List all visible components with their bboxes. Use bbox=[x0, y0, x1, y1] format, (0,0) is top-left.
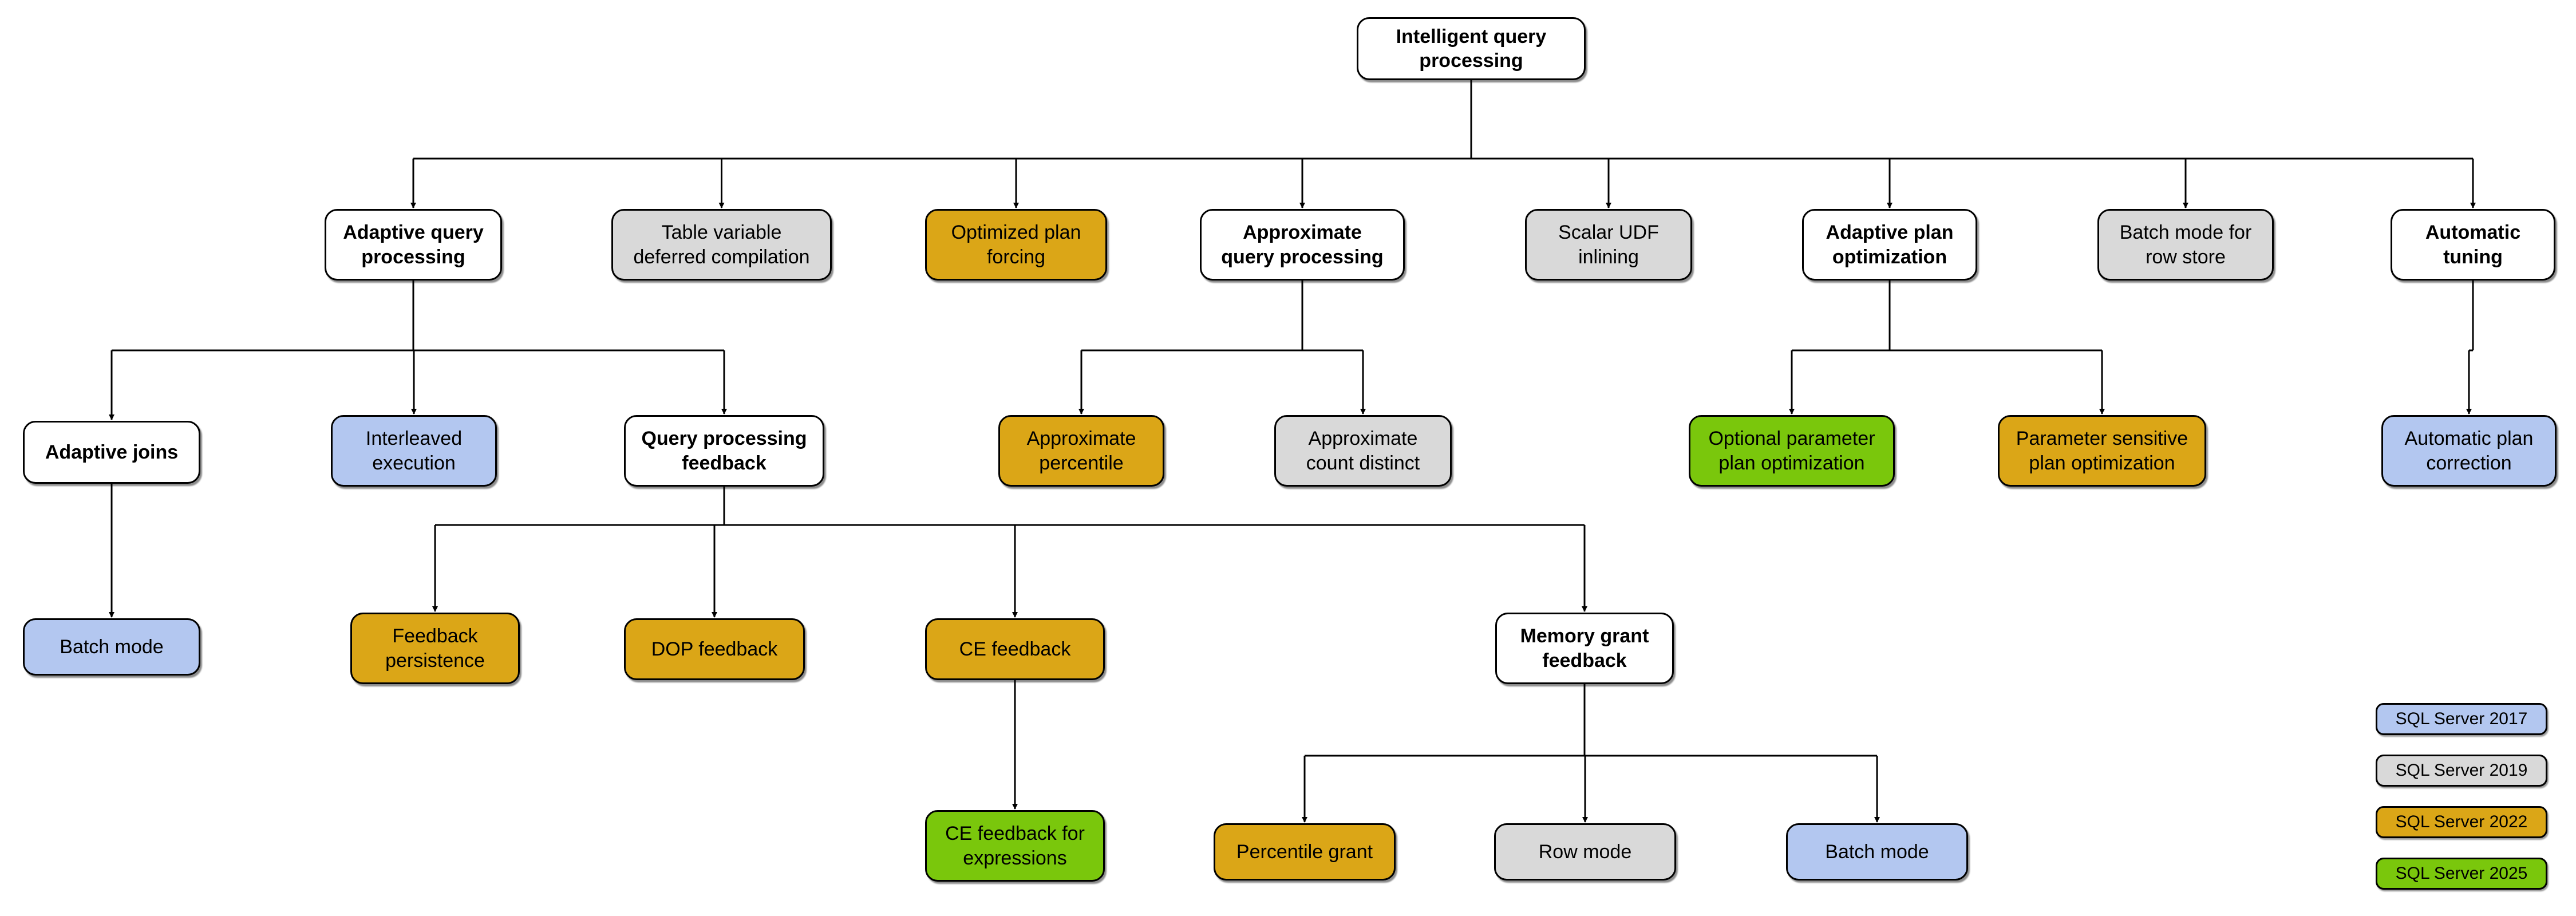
node-label: Memory grant feedback bbox=[1520, 625, 1649, 672]
node-label: Scalar UDF inlining bbox=[1558, 222, 1659, 268]
node-approxpct[interactable]: Approximate percentile bbox=[998, 415, 1164, 487]
node-label: Intelligent query processing bbox=[1396, 25, 1547, 72]
node-qpf[interactable]: Query processing feedback bbox=[624, 415, 824, 487]
node-label: Batch mode bbox=[1825, 840, 1929, 863]
node-cefbexpr[interactable]: CE feedback for expressions bbox=[925, 810, 1105, 882]
legend-item-label: SQL Server 2022 bbox=[2395, 812, 2528, 831]
node-label: Parameter sensitive plan optimization bbox=[2016, 428, 2188, 474]
node-opf[interactable]: Optimized plan forcing bbox=[925, 209, 1107, 281]
node-autotune[interactable]: Automatic tuning bbox=[2391, 209, 2555, 281]
node-cefb[interactable]: CE feedback bbox=[925, 618, 1105, 680]
node-label: Optimized plan forcing bbox=[951, 222, 1081, 268]
legend-item-sql-server-2022[interactable]: SQL Server 2022 bbox=[2376, 806, 2547, 838]
node-label: Interleaved execution bbox=[365, 428, 463, 474]
node-label: Batch mode bbox=[60, 635, 164, 658]
node-label: Table variable deferred compilation bbox=[633, 222, 810, 268]
node-batchmode1[interactable]: Batch mode bbox=[23, 618, 200, 676]
node-mgf[interactable]: Memory grant feedback bbox=[1495, 613, 1674, 684]
node-psp[interactable]: Parameter sensitive plan optimization bbox=[1998, 415, 2206, 487]
node-sudfi[interactable]: Scalar UDF inlining bbox=[1525, 209, 1692, 281]
node-label: CE feedback bbox=[959, 638, 1071, 660]
node-label: Adaptive plan optimization bbox=[1826, 222, 1954, 268]
node-apo[interactable]: Adaptive plan optimization bbox=[1802, 209, 1977, 281]
node-bmrs[interactable]: Batch mode for row store bbox=[2097, 209, 2274, 281]
node-label: Adaptive joins bbox=[45, 441, 179, 463]
node-tvdc[interactable]: Table variable deferred compilation bbox=[611, 209, 832, 281]
node-label: DOP feedback bbox=[651, 638, 778, 660]
legend-item-label: SQL Server 2017 bbox=[2395, 709, 2528, 728]
node-adjoins[interactable]: Adaptive joins bbox=[23, 421, 200, 484]
legend-item-sql-server-2017[interactable]: SQL Server 2017 bbox=[2376, 703, 2547, 735]
node-approxcd[interactable]: Approximate count distinct bbox=[1274, 415, 1452, 487]
node-label: Percentile grant bbox=[1236, 840, 1373, 863]
node-oppo[interactable]: Optional parameter plan optimization bbox=[1689, 415, 1895, 487]
node-label: Row mode bbox=[1538, 840, 1632, 863]
node-dopfb[interactable]: DOP feedback bbox=[624, 618, 805, 680]
node-label: Optional parameter plan optimization bbox=[1708, 428, 1875, 474]
legend-item-label: SQL Server 2019 bbox=[2395, 761, 2528, 780]
node-label: Approximate percentile bbox=[1026, 428, 1136, 474]
node-apc[interactable]: Automatic plan correction bbox=[2381, 415, 2557, 487]
node-label: CE feedback for expressions bbox=[945, 823, 1085, 869]
node-rowmode[interactable]: Row mode bbox=[1494, 823, 1676, 881]
node-label: Automatic plan correction bbox=[2404, 428, 2534, 474]
legend-item-sql-server-2025[interactable]: SQL Server 2025 bbox=[2376, 858, 2547, 890]
node-label: Batch mode for row store bbox=[2119, 222, 2252, 268]
legend-item-label: SQL Server 2025 bbox=[2395, 864, 2528, 883]
node-label: Feedback persistence bbox=[385, 625, 485, 672]
node-approxqp[interactable]: Approximate query processing bbox=[1200, 209, 1405, 281]
node-label: Query processing feedback bbox=[641, 428, 807, 474]
node-label: Approximate count distinct bbox=[1306, 428, 1420, 474]
node-aqp[interactable]: Adaptive query processing bbox=[325, 209, 502, 281]
node-label: Adaptive query processing bbox=[343, 222, 484, 268]
node-root[interactable]: Intelligent query processing bbox=[1357, 17, 1586, 80]
legend-item-sql-server-2019[interactable]: SQL Server 2019 bbox=[2376, 755, 2547, 787]
node-fbpersist[interactable]: Feedback persistence bbox=[350, 613, 520, 684]
node-interleav[interactable]: Interleaved execution bbox=[331, 415, 497, 487]
node-batchmode2[interactable]: Batch mode bbox=[1786, 823, 1968, 881]
node-label: Approximate query processing bbox=[1221, 222, 1384, 268]
node-label: Automatic tuning bbox=[2425, 222, 2521, 268]
node-pctgrant[interactable]: Percentile grant bbox=[1214, 823, 1396, 881]
